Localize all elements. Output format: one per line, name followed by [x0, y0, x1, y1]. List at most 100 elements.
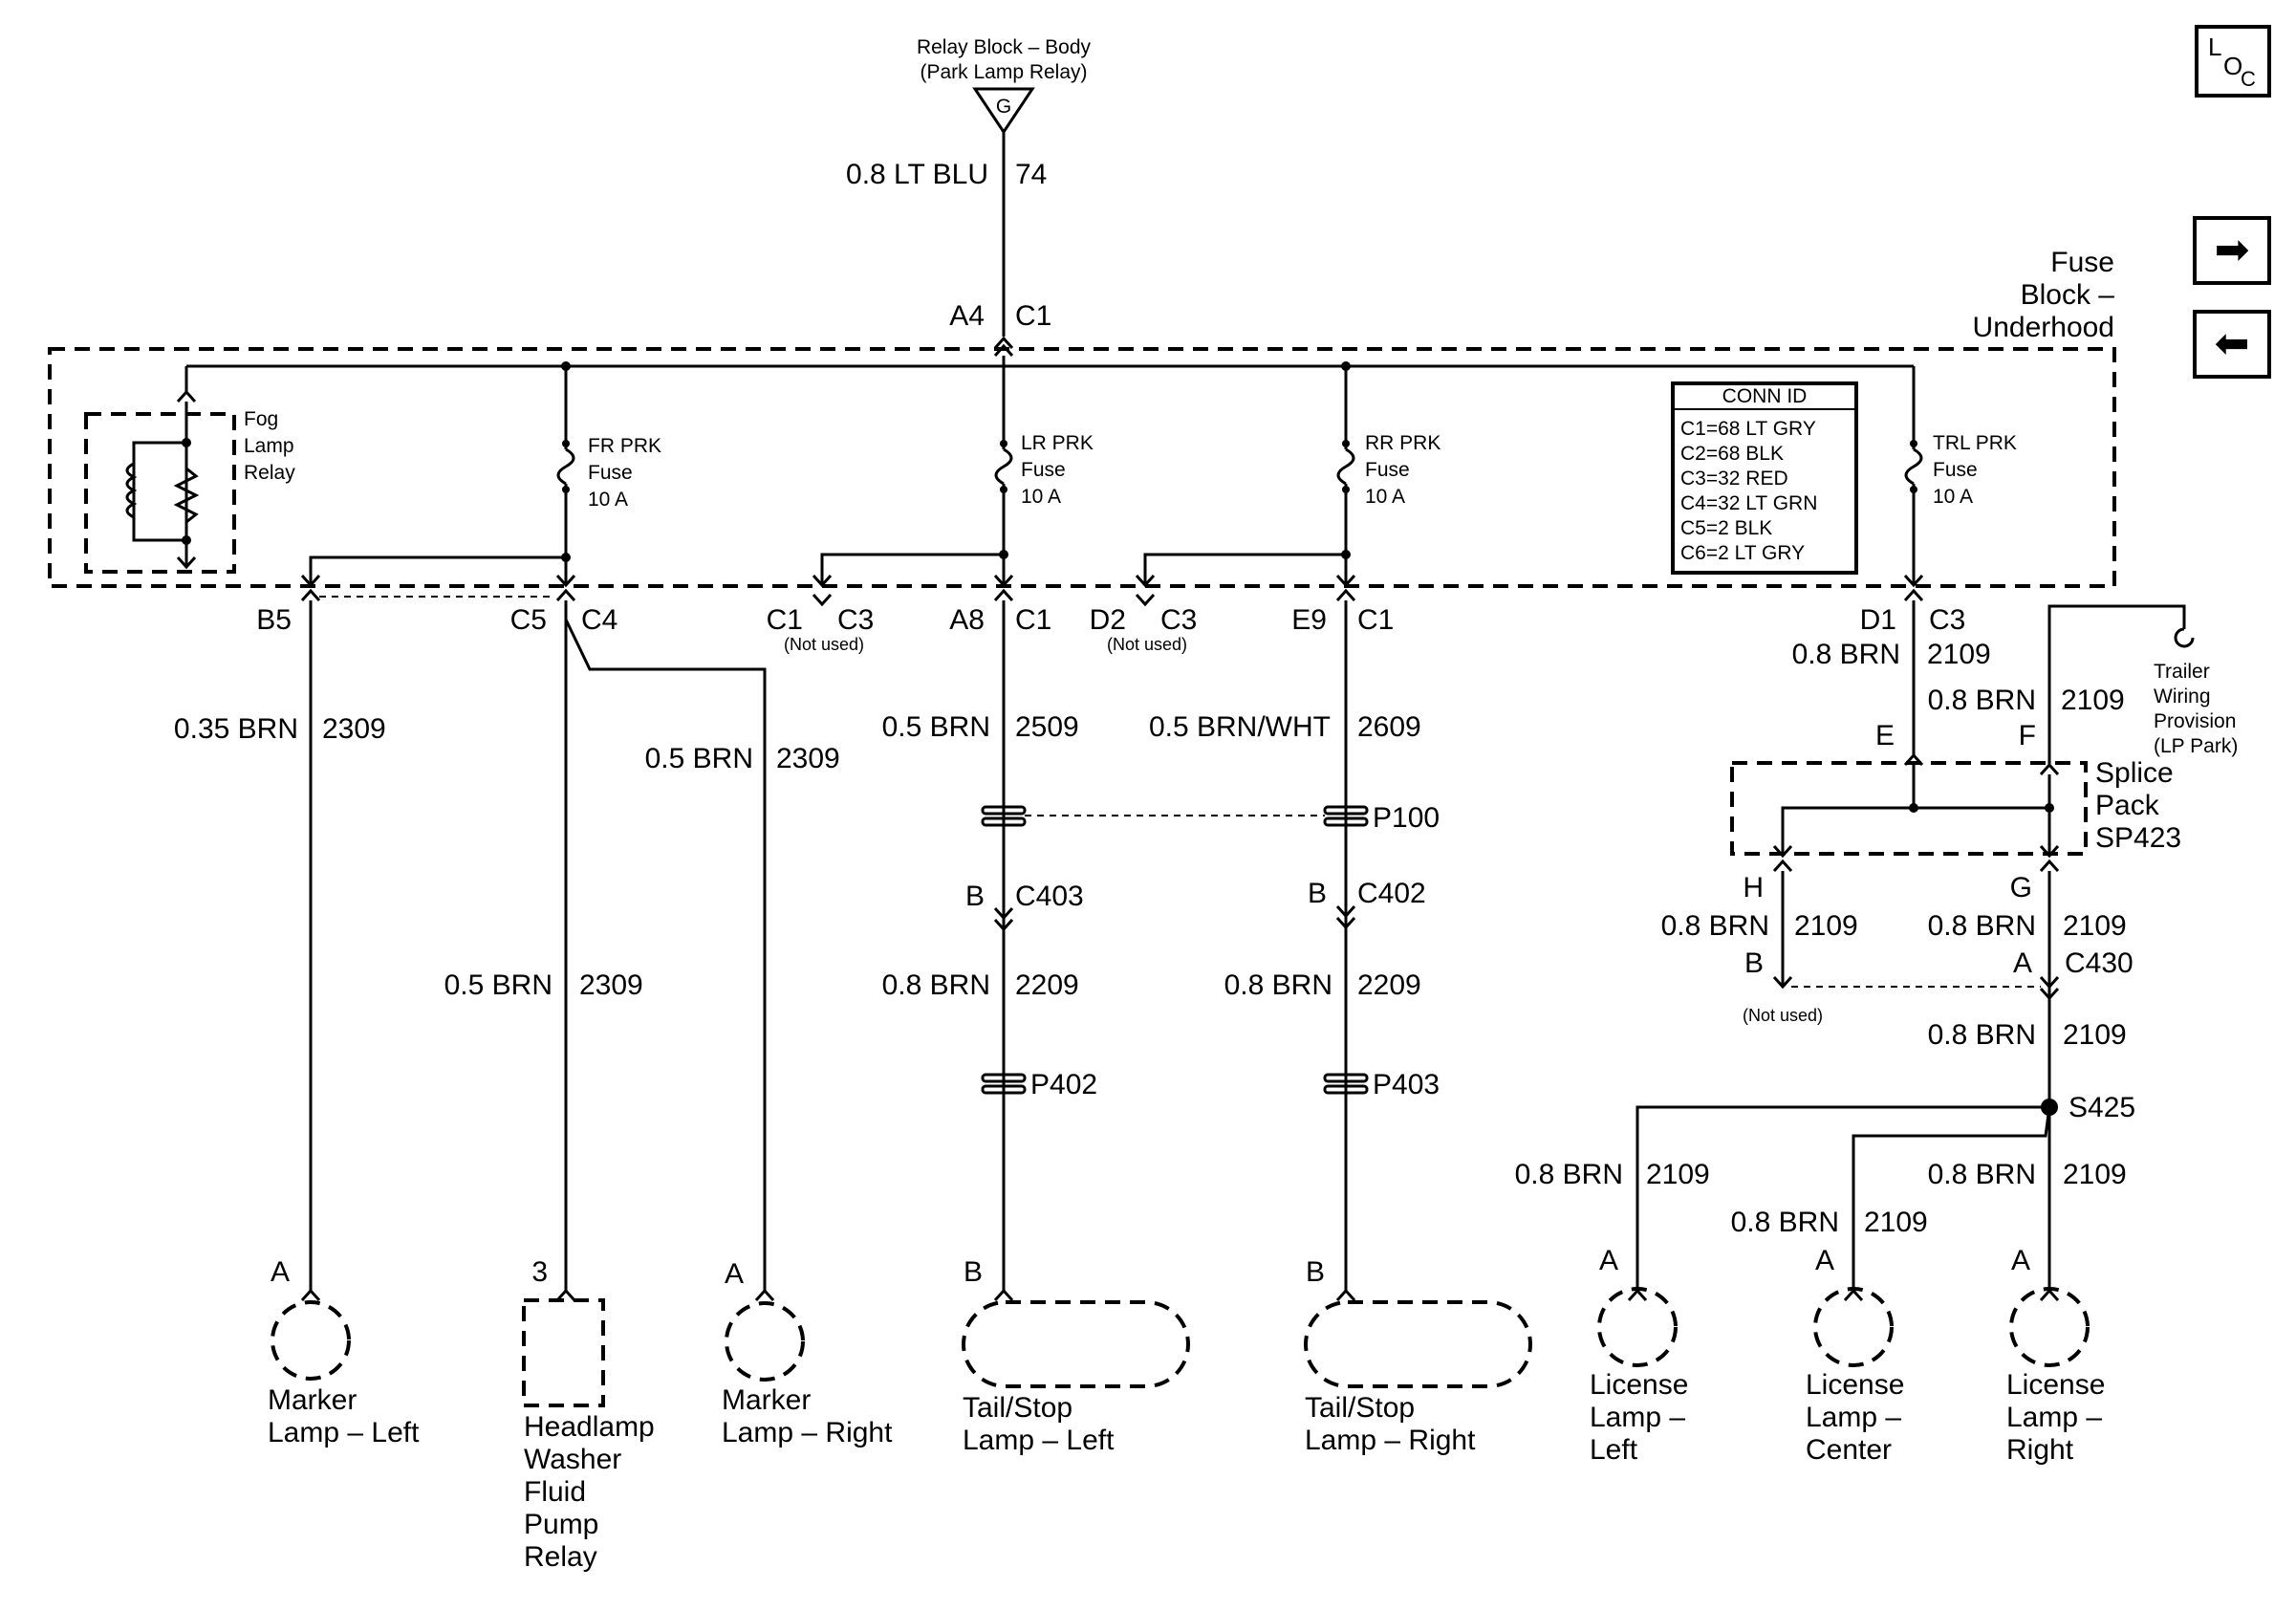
pin-c1-e9: C1 [1357, 604, 1394, 636]
pin-d2-unused: D2 [1090, 604, 1126, 636]
lic-right-pin: A [2011, 1245, 2030, 1276]
lic-center-pin: A [1815, 1245, 1834, 1276]
wire-74-gauge: 0.8 LT BLU [846, 159, 988, 190]
wire-74-circuit: 74 [1015, 159, 1047, 190]
passthrough-symbol [981, 805, 1027, 816]
relay-coil-symbol [125, 462, 138, 519]
wire-2109-g-gauge: 0.8 BRN [1928, 910, 2036, 942]
lic-right-label-2: Lamp – [2006, 1402, 2102, 1433]
marker-lamp-left [271, 1300, 351, 1381]
tail-left-label-1: Tail/Stop [963, 1392, 1072, 1424]
pin-c3-unused: C3 [837, 604, 874, 636]
lic-left-label-1: License [1590, 1369, 1688, 1401]
c402-pin: B [1308, 878, 1327, 909]
conn-id-row: C1=68 LT GRY [1680, 418, 1816, 440]
fuse-lr-prk: LR PRK Fuse 10 A [812, 366, 1094, 588]
wire-2309-washer-gauge: 0.5 BRN [444, 969, 552, 1001]
left-arrow-icon: ⬅ [2215, 320, 2250, 367]
pin-c3-d1: C3 [1929, 604, 1965, 636]
passthrough-symbol [981, 1073, 1027, 1083]
location-button[interactable]: L O C [2195, 25, 2271, 98]
fuse-trl-label-3: 10 A [1933, 486, 1973, 508]
wire-2109-lic-left [1635, 1105, 2049, 1293]
wire-2209-left-circuit: 2209 [1015, 969, 1079, 1001]
wire-lic-right-circuit: 2109 [2063, 1159, 2127, 1190]
fuse-fr-label-2: Fuse [588, 462, 633, 484]
passthrough-p403: P403 [1373, 1069, 1440, 1100]
marker-left-label-1: Marker [268, 1384, 357, 1416]
trailer-label-3: Provision [2154, 710, 2236, 732]
conn-id-title: CONN ID [1722, 385, 1808, 407]
splice-s425-label: S425 [2069, 1092, 2135, 1123]
washer-label-5: Relay [524, 1541, 597, 1573]
wire-2109-h-gauge: 0.8 BRN [1661, 910, 1769, 942]
wire-2309-right-circuit: 2309 [776, 743, 840, 774]
passthrough-p100: P100 [1373, 802, 1440, 834]
unused-connector-symbols [812, 593, 1156, 607]
fog-relay-box [84, 412, 236, 574]
trailer-label-4: (LP Park) [2154, 735, 2238, 757]
wire-2309-left-gauge: 0.35 BRN [174, 713, 298, 745]
wire-2609-circuit: 2609 [1357, 711, 1421, 743]
fuse-trl-symbol [1904, 447, 1923, 486]
connector-c402-symbol [1335, 904, 1356, 930]
lic-center-label-2: Lamp – [1806, 1402, 1901, 1433]
trailer-terminal-symbol [2174, 627, 2195, 648]
pin-c3-d2: C3 [1160, 604, 1197, 636]
wire-2309-right-gauge: 0.5 BRN [645, 743, 753, 774]
pin-e9: E9 [1291, 604, 1327, 636]
fuse-trl-label-1: TRL PRK [1933, 432, 2017, 454]
wire-2209-right-gauge: 0.8 BRN [1224, 969, 1332, 1001]
pin-c1-a8: C1 [1015, 604, 1051, 636]
wire-2109-trl-gauge: 0.8 BRN [1792, 639, 1900, 670]
connector-c403-symbol [993, 906, 1014, 932]
source-subtitle: (Park Lamp Relay) [920, 61, 1087, 83]
pin-c5: C5 [510, 604, 547, 636]
fuse-lr-symbol [994, 447, 1013, 486]
tail-right-label-1: Tail/Stop [1305, 1392, 1415, 1424]
wire-2109-c430-gauge: 0.8 BRN [1928, 1019, 2036, 1051]
marker-left-pin: A [271, 1256, 290, 1288]
wire-2109-trailer [2047, 604, 2186, 765]
fuse-lr-label-2: Fuse [1021, 459, 1066, 481]
tail-left-pin: B [964, 1256, 983, 1288]
wire-2109-trl-circuit: 2109 [1927, 639, 1991, 670]
fuse-lr-label-1: LR PRK [1021, 432, 1094, 454]
washer-label-4: Pump [524, 1509, 598, 1540]
washer-label-3: Fluid [524, 1476, 586, 1508]
wire-2509-circuit: 2509 [1015, 711, 1079, 743]
license-lamp-center [1813, 1287, 1894, 1367]
fuse-trl-label-2: Fuse [1933, 459, 1978, 481]
tail-right-pin: B [1306, 1256, 1325, 1288]
next-page-button[interactable]: ➡ [2193, 216, 2271, 285]
wire-2109-g-circuit: 2109 [2063, 910, 2127, 942]
relay-resistor-symbol [173, 467, 200, 524]
marker-right-pin: A [725, 1258, 744, 1290]
wire-lic-left-gauge: 0.8 BRN [1515, 1159, 1623, 1190]
pin-a8: A8 [949, 604, 985, 636]
splice-pack-pin-e: E [1875, 720, 1895, 751]
lic-right-label-1: License [2006, 1369, 2105, 1401]
conn-id-row: C6=2 LT GRY [1680, 542, 1805, 564]
license-lamp-left [1597, 1287, 1678, 1367]
wire-2509-gauge: 0.5 BRN [882, 711, 990, 743]
conn-c1-input: C1 [1015, 300, 1051, 332]
washer-label-2: Washer [524, 1444, 621, 1475]
wire-2309-washer-circuit: 2309 [579, 969, 643, 1001]
connector-c430-symbol [2039, 975, 2060, 1001]
wire-2309-left-circuit: 2309 [322, 713, 386, 745]
marker-right-label-2: Lamp – Right [722, 1417, 893, 1448]
splice-pack-pin-f: F [2019, 720, 2036, 751]
source-terminal-symbol [972, 87, 1035, 135]
tail-right-label-2: Lamp – Right [1305, 1425, 1476, 1456]
wire-2109-c430-circuit: 2109 [2063, 1019, 2127, 1051]
previous-page-button[interactable]: ⬅ [2193, 310, 2271, 379]
pin-d1: D1 [1860, 604, 1896, 636]
fog-relay-label-2: Lamp [244, 435, 294, 457]
fog-relay-label-3: Relay [244, 462, 295, 484]
fuse-rr-symbol [1336, 447, 1355, 486]
relay-block-source: Relay Block – Body (Park Lamp Relay) G [917, 36, 1092, 135]
splice-pack-sp423 [1730, 761, 2088, 856]
tail-stop-lamp-right [1304, 1300, 1532, 1388]
